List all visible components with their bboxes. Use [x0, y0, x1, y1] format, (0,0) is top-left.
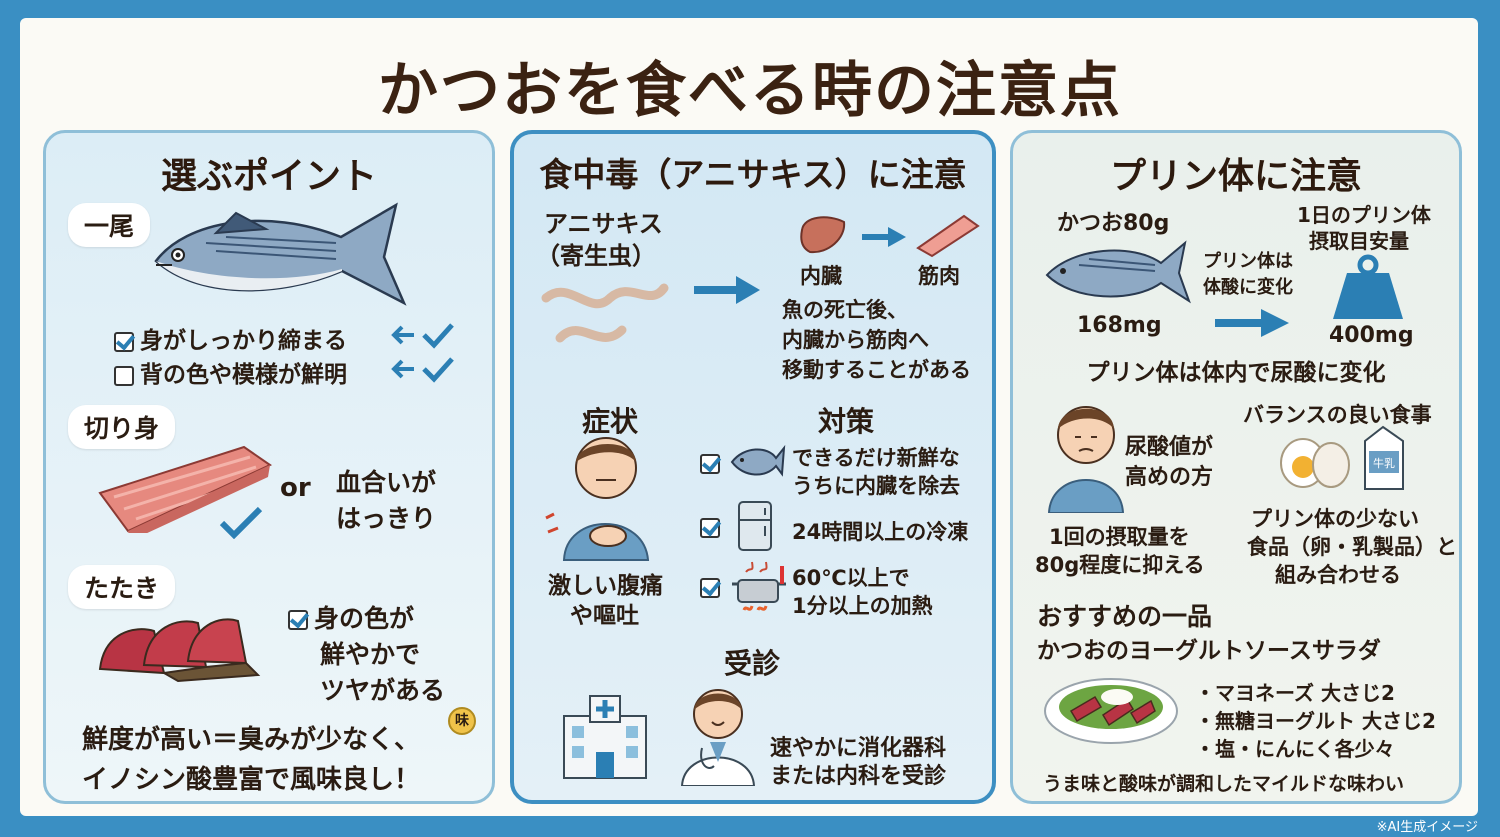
egg-icon: [1280, 438, 1350, 488]
move-text-3: 移動することがある: [782, 358, 971, 382]
tataki-check: 身の色が: [288, 599, 414, 635]
milk-label: 牛乳: [1373, 456, 1395, 470]
doctor-icon: [680, 689, 756, 786]
or-text: or: [280, 473, 311, 503]
ingredient-1: ・マヨネーズ 大さじ2: [1195, 681, 1395, 705]
symptom-text-2: や嘔吐: [570, 603, 639, 629]
weight-icon: [1333, 254, 1403, 319]
liver-icon: [800, 216, 846, 254]
ai-footnote: ※AI生成イメージ: [1376, 820, 1478, 835]
tataki-text-2: 鮮やかで: [320, 640, 421, 669]
uric-text-2: 高めの方: [1125, 465, 1214, 490]
label-fillet: 切り身: [68, 405, 176, 449]
fish-amount-label: かつお80g: [1057, 211, 1170, 236]
visit-text-1: 速やかに消化器科: [770, 736, 947, 761]
measure-text-3a: 60℃以上で: [792, 566, 910, 590]
panel-title-select: 選ぶポイント: [160, 156, 377, 197]
daily-label-1: 1日のプリン体: [1297, 203, 1431, 227]
measure-text-1a: できるだけ新鮮な: [792, 446, 960, 470]
blood-line-text-1: 血合いが: [336, 468, 437, 497]
daily-value: 400mg: [1329, 323, 1414, 348]
panel-anisakis: 食中毒（アニサキス）に注意 アニサキス （寄生虫） 内臓 筋肉 魚の死亡後、 内…: [510, 130, 996, 804]
parasite-label-1: アニサキス: [544, 210, 663, 238]
measure-title: 対策: [818, 405, 875, 438]
move-text-1: 魚の死亡後、: [782, 298, 908, 322]
checkbox-measure-1: [700, 454, 720, 474]
checkbox-firm: [114, 331, 134, 352]
arrow-right-icon: [1215, 309, 1289, 337]
hospital-icon: [563, 695, 647, 779]
check-firm-text: 身がしっかり締まる: [140, 328, 347, 354]
recommend-title: おすすめの一品: [1037, 602, 1213, 631]
fillet-icon: [98, 445, 273, 533]
label-whole-fish: 一尾: [68, 203, 151, 247]
taste-text: うま味と酸味が調和したマイルドな味わい: [1043, 773, 1405, 795]
fish-purine-value: 168mg: [1077, 313, 1162, 338]
panel-title-anisakis: 食中毒（アニサキス）に注意: [539, 155, 967, 194]
organ-label: 内臓: [800, 264, 842, 288]
summary-line-1: 鮮度が高い＝臭みが少なく、: [82, 725, 421, 755]
salad-plate-icon: [1044, 678, 1178, 744]
tataki-text-1: 身の色が: [314, 604, 415, 633]
whole-fish-icon: [154, 202, 407, 306]
measure-text-1b: うちに内臓を除去: [792, 474, 960, 498]
freezer-icon: [738, 501, 772, 551]
check-color: 背の色や模様が鮮明: [114, 355, 347, 389]
panel-purine: プリン体に注意 かつお80g 168mg プリン体は 体酸に変化 1日のプリン体…: [1010, 130, 1462, 804]
milk-carton-icon: 牛乳: [1364, 425, 1404, 490]
convert-text-1: プリン体は: [1203, 251, 1293, 272]
limit-text-1: 1回の摂取量を: [1049, 525, 1190, 549]
arrow-right-icon: [694, 276, 760, 304]
limit-text-2: 80g程度に抑える: [1035, 553, 1205, 577]
move-text-2: 内臓から筋肉へ: [782, 328, 929, 352]
fish-icon: [730, 444, 786, 477]
summary-line-2: イノシン酸豊富で風味良し！: [82, 765, 421, 795]
daily-label-2: 摂取目安量: [1309, 229, 1409, 253]
panel-title-purine: プリン体に注意: [1109, 156, 1362, 197]
arrow-check-icon: [391, 357, 454, 383]
muscle-label: 筋肉: [918, 264, 960, 288]
blood-line-text-2: はっきり: [336, 504, 437, 533]
panel-select-points: 選ぶポイント 一尾 身がしっかり締まる 背の色や模様が鮮明 切り身 or 血合い…: [43, 130, 495, 804]
symptom-text-1: 激しい腹痛: [548, 573, 663, 599]
label-tataki: たたき: [68, 565, 176, 609]
arrow-check-icon: [391, 323, 454, 349]
check-mark-icon: [219, 506, 263, 539]
combine-text-1: プリン体の少ない: [1251, 507, 1419, 531]
arrow-right-icon: [862, 227, 906, 247]
checkbox-measure-3: [700, 578, 720, 598]
muscle-icon: [916, 214, 980, 258]
uric-text-1: 尿酸値が: [1125, 435, 1214, 460]
ingredient-3: ・塩・にんにく各少々: [1195, 737, 1395, 761]
tataki-text-3: ツヤがある: [320, 676, 446, 705]
convert-text-2: 体酸に変化: [1203, 277, 1293, 298]
stomachache-person-icon: [545, 437, 650, 561]
measure-text-3b: 1分以上の加熱: [792, 594, 933, 618]
tataki-icon: [98, 618, 261, 683]
visit-title: 受診: [724, 647, 781, 680]
ingredient-2: ・無糖ヨーグルト 大さじ2: [1195, 709, 1436, 733]
anisakis-worm-icon: [541, 283, 669, 343]
parasite-label-2: （寄生虫）: [536, 242, 656, 270]
checkbox-color: [114, 365, 134, 386]
visit-text-2: または内科を受診: [770, 764, 947, 789]
page-title: かつおを食べる時の注意点: [378, 56, 1122, 126]
check-firm: 身がしっかり締まる: [114, 321, 347, 355]
checkbox-measure-2: [700, 518, 720, 538]
combine-text-3: 組み合わせる: [1275, 563, 1401, 587]
combine-text-2: 食品（卵・乳製品）と: [1247, 535, 1457, 559]
taste-badge: 味: [448, 707, 476, 735]
checkbox-tataki: [288, 610, 308, 630]
balance-title: バランスの良い食事: [1243, 403, 1432, 427]
worried-person-icon: [1047, 406, 1125, 513]
cooking-pot-icon: [732, 561, 786, 611]
check-color-text: 背の色や模様が鮮明: [140, 362, 347, 388]
fish-icon: [1045, 240, 1191, 304]
symptom-title: 症状: [582, 405, 639, 438]
recipe-name: かつおのヨーグルトソースサラダ: [1037, 638, 1381, 664]
purine-statement: プリン体は体内で尿酸に変化: [1086, 360, 1386, 386]
measure-text-2: 24時間以上の冷凍: [792, 520, 969, 544]
